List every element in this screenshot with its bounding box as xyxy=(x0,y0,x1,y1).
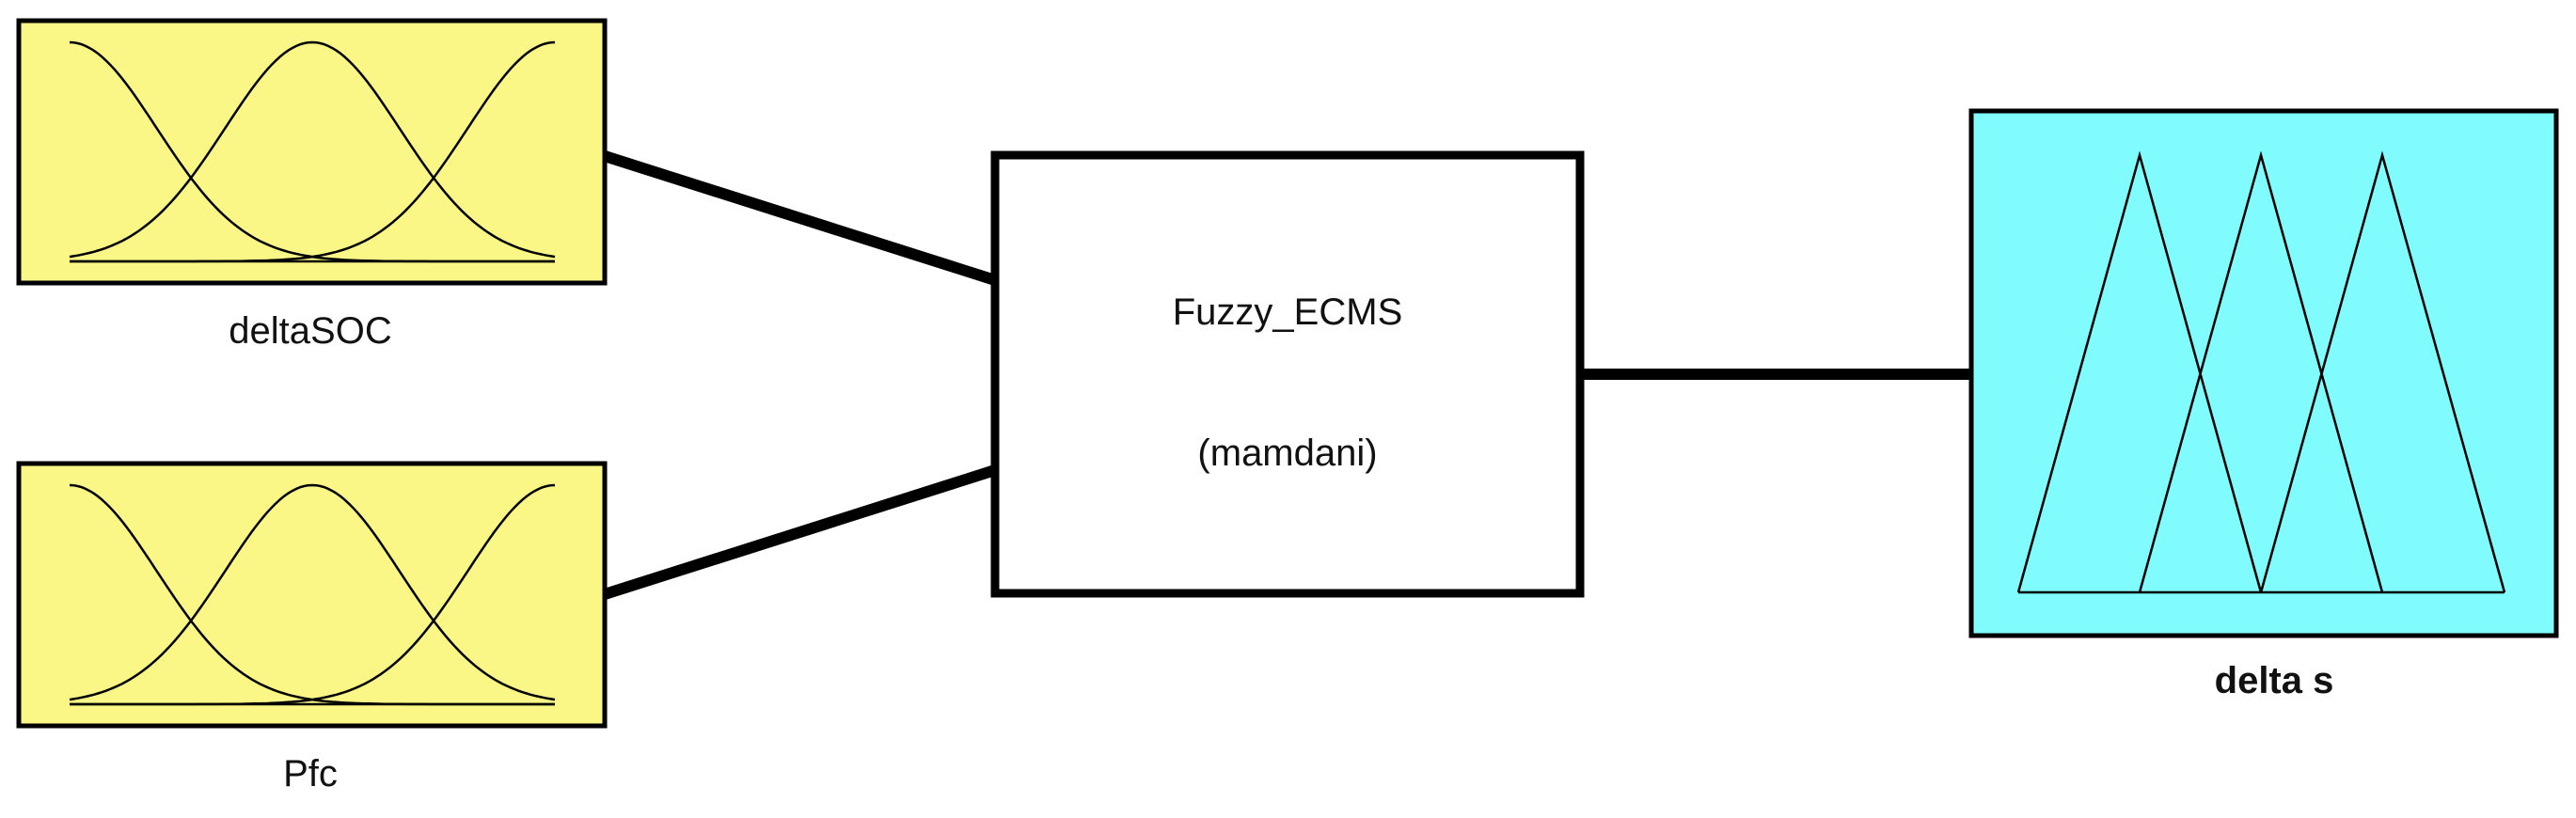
input-block-deltaSOC[interactable] xyxy=(16,18,608,286)
output-label-delta-s: delta s xyxy=(2215,660,2334,701)
input-label-pfc: Pfc xyxy=(283,753,338,794)
gaussian-membership-icon xyxy=(69,483,556,706)
gaussian-membership-icon xyxy=(69,40,556,263)
fis-block[interactable]: Fuzzy_ECMS (mamdani) xyxy=(990,150,1585,598)
connector-deltaSOC xyxy=(603,150,997,286)
triangular-membership-icon xyxy=(2016,150,2506,594)
output-block-delta-s[interactable] xyxy=(1968,108,2559,638)
fis-name: Fuzzy_ECMS xyxy=(1173,291,1403,333)
fis-type: (mamdani) xyxy=(1197,433,1377,474)
input-block-pfc[interactable] xyxy=(16,461,608,729)
connector-pfc xyxy=(603,464,997,600)
input-label-deltaSOC: deltaSOC xyxy=(229,310,391,352)
